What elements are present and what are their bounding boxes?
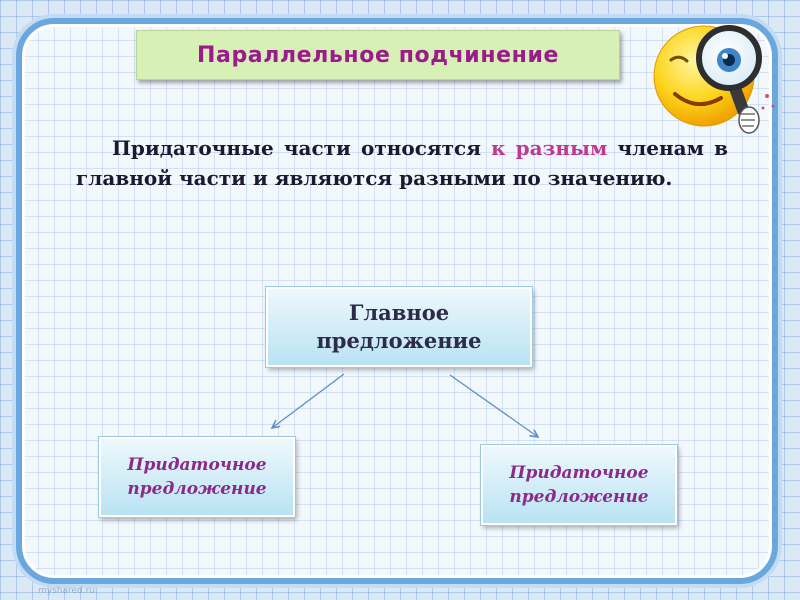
definition-paragraph: Придаточные части относятся к разным чле… (76, 133, 728, 193)
subordinate-clause-right-box: Придаточное предложение (481, 445, 677, 525)
main-clause-box: Главное предложение (266, 287, 532, 367)
subordinate-right-line-2: предложение (509, 485, 648, 509)
paragraph-text-1: Придаточные части относятся (112, 136, 491, 160)
subordinate-right-line-1: Придаточное (509, 461, 648, 485)
paragraph-highlight: к разным (491, 136, 607, 160)
main-clause-line-2: предложение (316, 327, 481, 355)
watermark: myshared.ru (38, 586, 95, 596)
subordinate-left-line-1: Придаточное (127, 453, 266, 477)
slide-title: Параллельное подчинение (136, 30, 620, 80)
slide-title-text: Параллельное подчинение (197, 43, 559, 68)
main-clause-line-1: Главное (316, 299, 481, 327)
subordinate-clause-left-box: Придаточное предложение (99, 437, 295, 517)
smiley-magnifier-icon (647, 14, 782, 139)
subordinate-left-line-2: предложение (127, 477, 266, 501)
